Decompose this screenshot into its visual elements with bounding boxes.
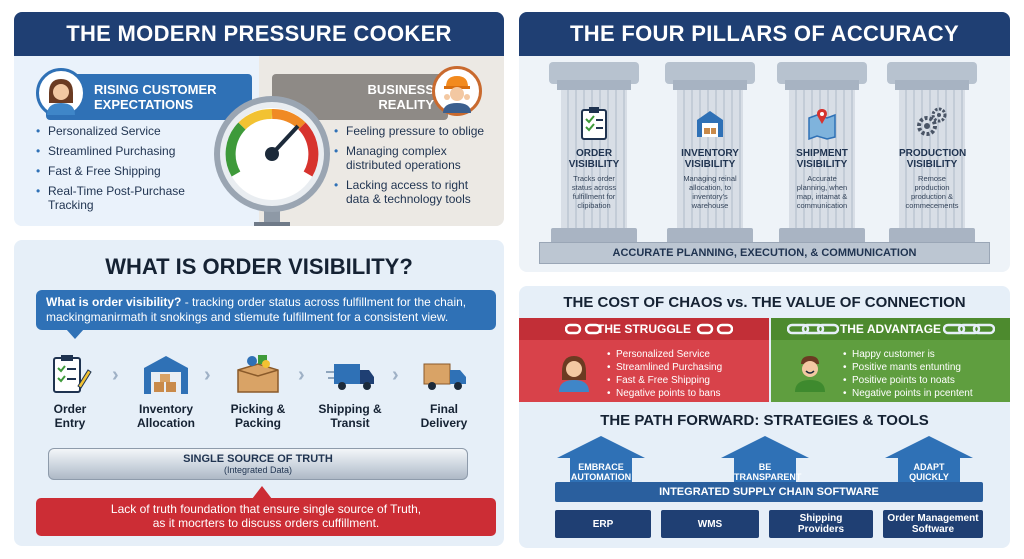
list-item: Positive points to noats bbox=[843, 374, 973, 387]
step-final-delivery: Final Delivery bbox=[404, 352, 484, 430]
list-item: Negative points to bans bbox=[607, 387, 722, 400]
step-label: Final Delivery bbox=[420, 402, 468, 430]
advantage-list: Happy customer is Positive mants entunti… bbox=[843, 348, 973, 400]
pipe-subtitle: (Integrated Data) bbox=[223, 465, 293, 475]
order-visibility-panel: WHAT IS ORDER VISIBILITY? What is order … bbox=[14, 240, 504, 546]
chevron-right-icon: › bbox=[112, 364, 119, 386]
step-label: Shipping & Transit bbox=[318, 402, 382, 430]
list-item: Personalized Service bbox=[36, 124, 206, 138]
list-item: Real-Time Post-Purchase Tracking bbox=[36, 184, 186, 212]
warehouse-icon bbox=[144, 356, 188, 394]
pillar-title: SHIPMENT VISIBILITY bbox=[796, 148, 848, 170]
customer-expectations-list: Personalized Service Streamlined Purchas… bbox=[36, 124, 206, 218]
path-title: THE PATH FORWARD: STRATEGIES & TOOLS bbox=[600, 412, 929, 429]
tool-shipping-providers: Shipping Providers bbox=[769, 510, 873, 538]
list-item: Streamlined Purchasing bbox=[36, 144, 206, 158]
tool-erp: ERP bbox=[555, 510, 651, 538]
pillar-title: PRODUCTION VISIBILITY bbox=[899, 148, 967, 170]
step-order-entry: Order Entry bbox=[30, 352, 110, 430]
chevron-right-icon: › bbox=[298, 364, 305, 386]
delivery-truck-icon bbox=[423, 363, 466, 390]
pillar-desc: Remose production production & commeceme… bbox=[905, 174, 959, 210]
pillar-desc: Tracks order status across fulfillment f… bbox=[571, 174, 617, 210]
pillars-title: THE FOUR PILLARS OF ACCURACY bbox=[519, 12, 1010, 56]
definition-box: What is order visibility? - tracking ord… bbox=[36, 290, 496, 330]
chevron-right-icon: › bbox=[392, 364, 399, 386]
list-item: Streamlined Purchasing bbox=[607, 361, 722, 374]
struggle-list: Personalized Service Streamlined Purchas… bbox=[607, 348, 722, 400]
step-label: Order Entry bbox=[53, 402, 87, 430]
box-icon bbox=[237, 355, 279, 393]
list-item: Lacking access to right data & technolog… bbox=[334, 178, 494, 206]
list-item: Feeling pressure to oblige bbox=[334, 124, 494, 138]
tool-order-management: Order Management Software bbox=[883, 510, 983, 538]
four-pillars-panel: THE FOUR PILLARS OF ACCURACY ORDER VISIB… bbox=[519, 12, 1010, 272]
pillar-production-visibility: PRODUCTION VISIBILITY Remose production … bbox=[885, 62, 979, 244]
broken-chain-icon bbox=[697, 323, 733, 335]
list-item: Managing complex distributed operations bbox=[334, 144, 494, 172]
list-item: Happy customer is bbox=[843, 348, 973, 361]
map-pin-icon bbox=[807, 106, 837, 141]
warehouse-icon bbox=[695, 106, 725, 140]
pillar-title: ORDER VISIBILITY bbox=[568, 148, 620, 170]
step-picking-packing: Picking & Packing bbox=[218, 352, 298, 430]
chain-icon bbox=[943, 323, 995, 335]
broken-chain-icon bbox=[565, 323, 601, 335]
clipboard-icon bbox=[579, 106, 609, 140]
advantage-title: THE ADVANTAGE bbox=[839, 322, 942, 336]
list-item: Positive mants entunting bbox=[843, 361, 973, 374]
chevron-right-icon: › bbox=[204, 364, 211, 386]
pillar-shipment-visibility: SHIPMENT VISIBILITY Accurate planning, w… bbox=[775, 62, 869, 244]
gears-icon bbox=[917, 106, 947, 140]
clipboard-pencil-icon bbox=[53, 355, 92, 393]
advantage-section: THE ADVANTAGE Happy customer is Positive… bbox=[771, 318, 1010, 402]
single-source-pipe: SINGLE SOURCE OF TRUTH (Integrated Data) bbox=[48, 448, 468, 480]
pillars-foundation: ACCURATE PLANNING, EXECUTION, & COMMUNIC… bbox=[539, 242, 990, 264]
pressure-cooker-panel: THE MODERN PRESSURE COOKER RISING CUSTOM… bbox=[14, 12, 504, 226]
stressed-worker-icon bbox=[432, 66, 482, 116]
list-item: Fast & Free Shipping bbox=[607, 374, 722, 387]
struggle-title: THE STRUGGLE bbox=[596, 322, 691, 336]
list-item: Fast & Free Shipping bbox=[36, 164, 206, 178]
truck-icon bbox=[326, 364, 374, 390]
chain-icon bbox=[787, 323, 839, 335]
business-reality-list: Feeling pressure to oblige Managing comp… bbox=[334, 124, 494, 212]
struggle-section: THE STRUGGLE Personalized Service Stream… bbox=[519, 318, 769, 402]
step-label: Inventory Allocation bbox=[136, 402, 195, 430]
pillar-inventory-visibility: INVENTORY VISIBILITY Managing reinal all… bbox=[663, 62, 757, 244]
visibility-title: WHAT IS ORDER VISIBILITY? bbox=[105, 254, 413, 279]
pillar-desc: Accurate planning, when map, intamat & c… bbox=[796, 174, 848, 210]
customer-avatar-icon bbox=[36, 68, 86, 118]
pillar-title: INVENTORY VISIBILITY bbox=[681, 148, 739, 170]
pipe-title: SINGLE SOURCE OF TRUTH bbox=[183, 453, 333, 465]
truth-foundation-note: Lack of truth foundation that ensure sin… bbox=[36, 498, 496, 536]
list-item: Negative points in pcentent bbox=[843, 387, 973, 400]
chaos-connection-panel: THE COST OF CHAOS vs. THE VALUE OF CONNE… bbox=[519, 286, 1010, 548]
integrated-software-bar: INTEGRATED SUPPLY CHAIN SOFTWARE bbox=[555, 482, 983, 502]
pressure-gauge-icon bbox=[206, 92, 338, 226]
list-item: Personalized Service bbox=[607, 348, 722, 361]
sad-customer-icon bbox=[559, 356, 589, 392]
pillar-order-visibility: ORDER VISIBILITY Tracks order status acr… bbox=[547, 62, 641, 244]
pillar-desc: Managing reinal allocation, to inventory… bbox=[683, 174, 737, 210]
tool-wms: WMS bbox=[661, 510, 759, 538]
step-inventory-allocation: Inventory Allocation bbox=[126, 352, 206, 430]
pressure-title: THE MODERN PRESSURE COOKER bbox=[14, 12, 504, 56]
step-label: Picking & Packing bbox=[230, 402, 286, 430]
step-shipping-transit: Shipping & Transit bbox=[310, 352, 390, 430]
happy-customer-icon bbox=[795, 356, 825, 392]
chaos-title: THE COST OF CHAOS vs. THE VALUE OF CONNE… bbox=[563, 294, 966, 311]
